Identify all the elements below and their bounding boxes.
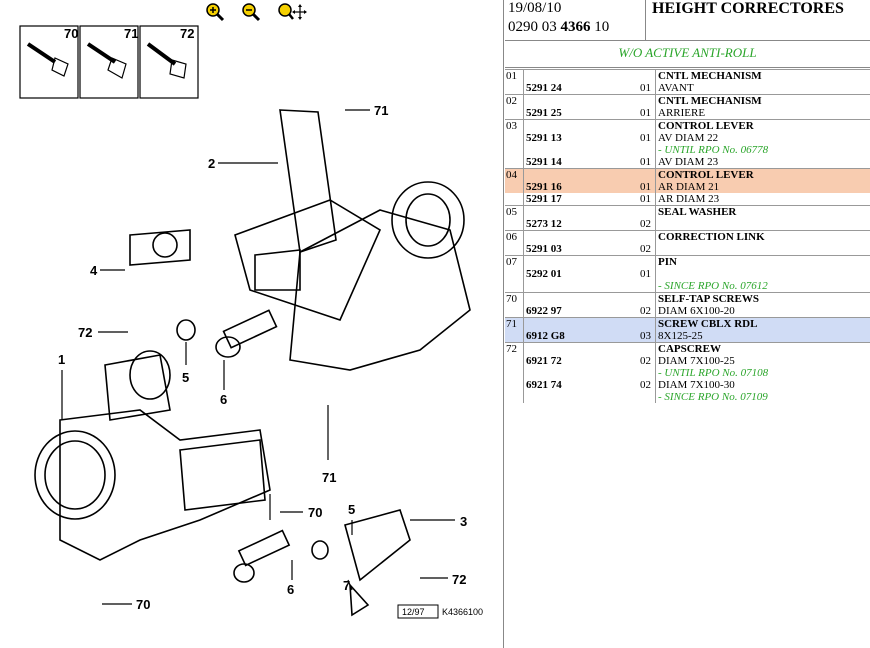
part-number[interactable]: 5291 16 — [526, 181, 562, 193]
callout-3: 3 — [460, 514, 467, 529]
row-index — [505, 193, 524, 206]
pane-divider[interactable] — [503, 0, 504, 648]
callout-72: 72 — [180, 26, 194, 41]
diagram-pane: 70 71 72 2 71 4 72 5 6 1 71 70 5 3 6 7 7… — [19, 2, 484, 619]
quantity: 03 — [639, 317, 656, 343]
description: PIN- SINCE RPO No. 07612 — [658, 256, 768, 292]
callout-5: 5 — [182, 370, 189, 385]
quantity: 01 — [639, 119, 656, 156]
header-code: 0290 03 4366 10 — [508, 19, 610, 35]
header-date: 19/08/10 — [508, 0, 562, 16]
quantity: 02 — [639, 205, 656, 231]
page-title: HEIGHT CORRECTORES — [652, 0, 844, 17]
callout-70: 70 — [64, 26, 78, 41]
part-number[interactable]: 5292 01 — [526, 268, 562, 280]
zoom-in-icon[interactable] — [205, 2, 227, 22]
quantity: 02 — [639, 379, 656, 403]
callout-1: 1 — [58, 352, 65, 367]
quantity: 01 — [639, 156, 656, 169]
description: SEAL WASHER — [658, 206, 737, 218]
part-number[interactable]: 6922 97 — [526, 305, 562, 317]
callout-2: 2 — [208, 156, 215, 171]
row-index: 01 — [505, 69, 524, 95]
parts-header: 19/08/10 0290 03 4366 10 HEIGHT CORRECTO… — [505, 0, 870, 40]
row-index: 06 — [505, 230, 524, 256]
description: DIAM 7X100-30- SINCE RPO No. 07109 — [658, 379, 768, 403]
description: CORRECTION LINK — [658, 231, 765, 243]
callout-71: 71 — [322, 470, 336, 485]
part-number[interactable]: 5291 17 — [526, 193, 562, 205]
quantity: 02 — [639, 230, 656, 256]
quantity: 01 — [639, 94, 656, 120]
diagram-footer-code: K4366100 — [442, 607, 483, 617]
callout-6: 6 — [220, 392, 227, 407]
part-number[interactable]: 5291 13 — [526, 132, 562, 144]
row-index: 02 — [505, 94, 524, 120]
part-number[interactable]: 5273 12 — [526, 218, 562, 230]
zoom-pan-icon[interactable] — [277, 2, 307, 22]
section-subtitle: W/O ACTIVE ANTI-ROLL — [618, 45, 757, 60]
part-number[interactable]: 5291 24 — [526, 82, 562, 94]
parts-list-pane: 19/08/10 0290 03 4366 10 HEIGHT CORRECTO… — [505, 0, 870, 648]
quantity: 01 — [639, 69, 656, 95]
parts-diagram: 70 71 72 2 71 4 72 5 6 1 71 70 5 3 6 7 7… — [19, 25, 483, 619]
row-index — [505, 156, 524, 169]
row-index: 05 — [505, 205, 524, 231]
quantity: 02 — [639, 292, 656, 318]
quantity: 02 — [639, 342, 656, 379]
callout-71: 71 — [124, 26, 138, 41]
part-number[interactable]: 6921 72 — [526, 355, 562, 367]
callout-71: 71 — [374, 103, 388, 118]
row-index: 70 — [505, 292, 524, 318]
part-number[interactable]: 6912 G8 — [526, 330, 565, 342]
zoom-out-icon[interactable] — [241, 2, 263, 22]
description: AR DIAM 23 — [658, 193, 720, 205]
part-number[interactable]: 5291 03 — [526, 243, 562, 255]
callout-70: 70 — [308, 505, 322, 520]
zoom-toolbar — [205, 2, 307, 22]
row-index — [505, 379, 524, 403]
row-index: 71 — [505, 317, 524, 343]
part-number[interactable]: 6921 74 — [526, 379, 562, 391]
callout-5: 5 — [348, 502, 355, 517]
row-index: 04 — [505, 168, 524, 193]
callout-70: 70 — [136, 597, 150, 612]
row-index: 07 — [505, 255, 524, 293]
quantity: 01 — [639, 168, 656, 193]
quantity: 01 — [639, 255, 656, 293]
part-number[interactable]: 5291 14 — [526, 156, 562, 168]
callout-72: 72 — [78, 325, 92, 340]
description: AV DIAM 23 — [658, 156, 719, 168]
callout-4: 4 — [90, 263, 98, 278]
row-index: 72 — [505, 342, 524, 379]
part-number[interactable]: 5291 25 — [526, 107, 562, 119]
callout-7: 7 — [343, 578, 350, 593]
quantity: 01 — [639, 193, 656, 206]
diagram-footer-date: 12/97 — [402, 607, 425, 617]
callout-6: 6 — [287, 582, 294, 597]
callout-72: 72 — [452, 572, 466, 587]
row-index: 03 — [505, 119, 524, 156]
